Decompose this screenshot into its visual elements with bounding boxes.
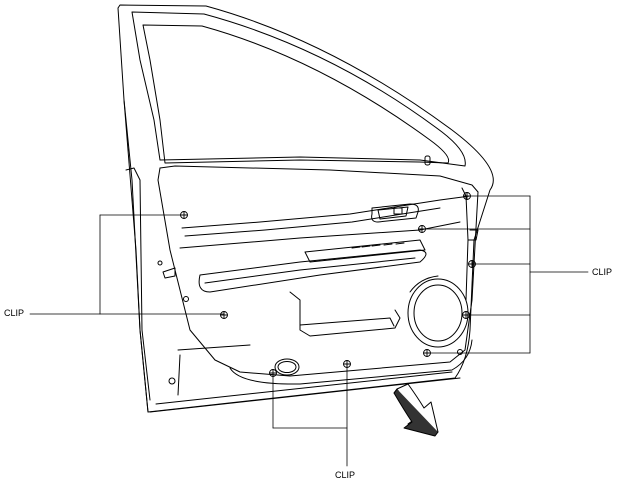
clip-markers [180, 192, 476, 377]
clip-label-right: CLIP [592, 267, 613, 277]
removal-direction-arrow-icon [393, 383, 439, 437]
door-trim-panel [157, 165, 479, 385]
door-frame [117, 4, 494, 413]
clip-label-left: CLIP [4, 308, 25, 318]
clip-label-bottom: CLIP [335, 470, 356, 480]
leader-lines-right [421, 195, 589, 354]
clip-marker-icon [220, 311, 228, 319]
leader-lines-bottom [272, 363, 348, 467]
leader-lines-left [29, 214, 225, 315]
